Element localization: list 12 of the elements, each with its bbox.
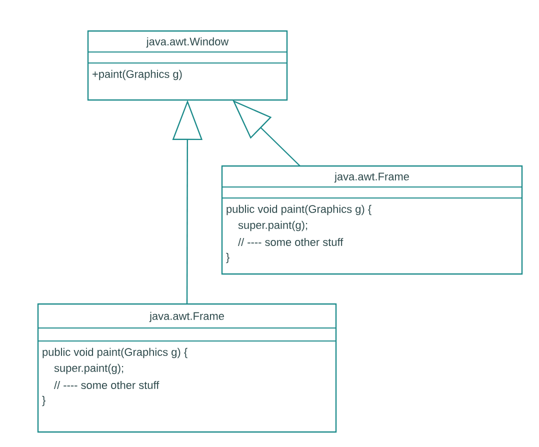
code-line: super.paint(g); xyxy=(54,364,124,374)
code-line: public void paint(Graphics g) { xyxy=(226,204,372,216)
class-name: java.awt.Frame xyxy=(149,312,224,322)
code-line: super.paint(g); xyxy=(238,220,308,232)
code-line: } xyxy=(226,252,230,264)
method-signature: +paint(Graphics g) xyxy=(92,70,182,80)
code-line: // ---- some other stuff xyxy=(238,238,344,246)
class-name: java.awt.Frame xyxy=(334,172,409,183)
class-name: java.awt.Window xyxy=(146,37,229,48)
code-line: public void paint(Graphics g) { xyxy=(42,348,188,358)
code-line: // ---- some other stuff xyxy=(54,380,160,390)
code-line: } xyxy=(42,396,46,406)
